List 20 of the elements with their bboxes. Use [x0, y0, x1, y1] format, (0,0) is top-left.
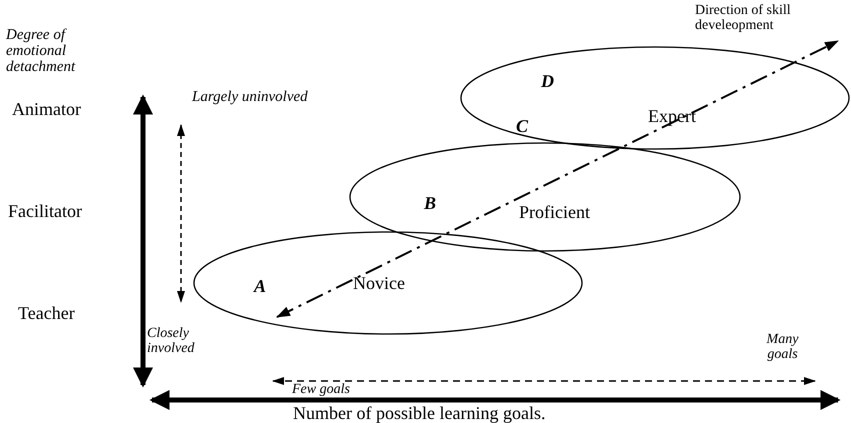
axis-title: Degree of emotional detachment	[6, 28, 76, 76]
arrow-label: Direction of skill develeopment	[695, 4, 792, 34]
ellipse-node	[349, 142, 741, 252]
point-letter: A	[254, 277, 266, 296]
ellipse-node	[460, 46, 850, 150]
range-label: Largely uninvolved	[192, 90, 308, 106]
stage-label: Expert	[648, 106, 696, 127]
point-letter: D	[541, 72, 554, 91]
point-letter: C	[516, 117, 528, 136]
level-label: Facilitator	[8, 202, 82, 221]
level-label: Animator	[12, 100, 81, 119]
range-label: Many goals	[765, 333, 800, 362]
axis-title: Number of possible learning goals.	[293, 404, 546, 423]
range-label: Few goals	[292, 383, 350, 398]
stage-label: Novice	[353, 273, 405, 294]
stage-label: Proficient	[519, 202, 590, 223]
level-label: Teacher	[18, 304, 75, 323]
ellipse-node	[193, 231, 583, 335]
point-letter: B	[424, 194, 436, 213]
range-label: Closely involved	[147, 327, 196, 356]
